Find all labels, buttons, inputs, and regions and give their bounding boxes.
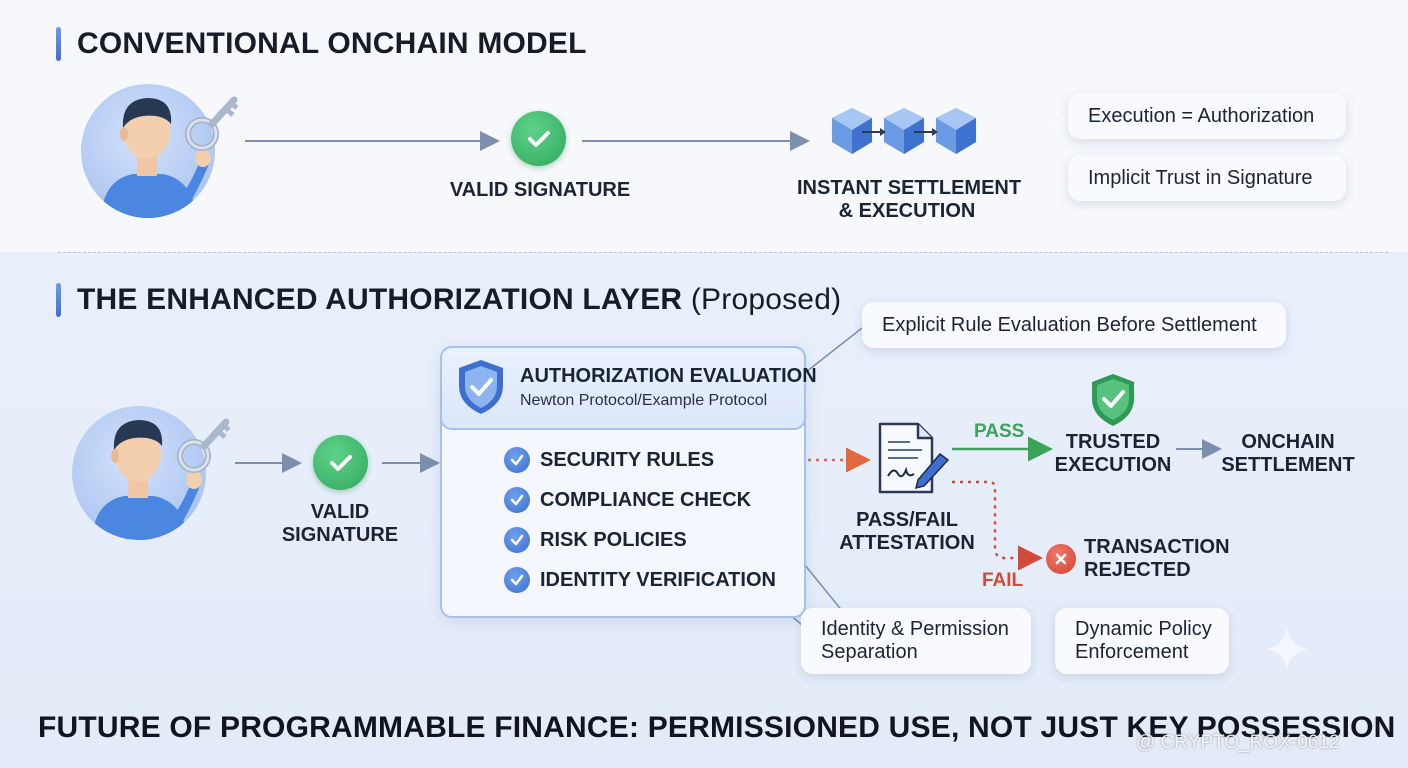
check-icon-compliance xyxy=(504,487,530,513)
identity-bubble-line2: Separation xyxy=(821,641,918,663)
check-icon-security xyxy=(504,447,530,473)
trusted-line1: TRUSTED xyxy=(1065,431,1161,453)
reject-x-icon xyxy=(1046,544,1076,574)
rule-identity: IDENTITY VERIFICATION xyxy=(540,569,776,591)
identity-bubble-line1: Identity & Permission xyxy=(821,618,1009,640)
bottom-title-accent xyxy=(56,283,61,317)
trusted-shield-icon xyxy=(1092,374,1134,426)
dynamic-bubble-line2: Enforcement xyxy=(1075,641,1189,663)
pass-label: PASS xyxy=(974,421,1025,442)
fail-label: FAIL xyxy=(982,570,1024,591)
document-signature-icon xyxy=(878,422,950,494)
rejected-line1: TRANSACTION xyxy=(1084,536,1230,558)
bubble-implicit-trust: Implicit Trust in Signature xyxy=(1068,155,1346,201)
blockchain-cubes-icon xyxy=(832,108,976,154)
eval-subtitle: Newton Protocol/Example Protocol xyxy=(520,392,768,409)
callout-explicit xyxy=(805,327,863,373)
bottom-title-bold: THE ENHANCED AUTHORIZATION LAYER xyxy=(77,283,683,316)
check-icon xyxy=(511,111,566,166)
rule-risk: RISK POLICIES xyxy=(540,529,687,551)
rule-compliance: COMPLIANCE CHECK xyxy=(540,489,752,511)
key-icon xyxy=(185,96,239,151)
valid-signature-line2: SIGNATURE xyxy=(281,524,399,546)
user-with-key-icon xyxy=(81,84,215,218)
attestation-line1: PASS/FAIL xyxy=(856,509,958,531)
trusted-line2: EXECUTION xyxy=(1054,454,1172,476)
section-divider xyxy=(58,252,1388,253)
check-icon-2 xyxy=(313,435,368,490)
rule-security: SECURITY RULES xyxy=(540,449,715,471)
valid-signature-line1: VALID xyxy=(310,501,370,523)
bottom-title-light: (Proposed) xyxy=(690,283,842,316)
shield-check-icon xyxy=(459,360,503,414)
bubble-explicit-rule: Explicit Rule Evaluation Before Settleme… xyxy=(862,302,1286,348)
footer-tagline: FUTURE OF PROGRAMMABLE FINANCE: PERMISSI… xyxy=(38,711,1396,744)
attestation-line2: ATTESTATION xyxy=(839,532,975,554)
rejected-line2: REJECTED xyxy=(1084,559,1191,581)
onchain-line2: SETTLEMENT xyxy=(1221,454,1355,476)
dynamic-bubble-line1: Dynamic Policy xyxy=(1075,618,1212,640)
watermark: @ CRYPTO_ROX-0612 xyxy=(1136,732,1340,753)
check-icon-risk xyxy=(504,527,530,553)
check-icon-identity xyxy=(504,567,530,593)
bubble-dynamic-policy: Dynamic Policy Enforcement xyxy=(1055,608,1229,674)
bubble-identity-permission: Identity & Permission Separation xyxy=(801,608,1031,674)
bottom-section-title: THE ENHANCED AUTHORIZATION LAYER (Propos… xyxy=(77,283,841,317)
valid-signature-label: VALID SIGNATURE xyxy=(449,179,631,201)
top-title-accent xyxy=(56,27,61,61)
settlement-label-line1: INSTANT SETTLEMENT xyxy=(797,177,1022,199)
key-icon-2 xyxy=(177,418,231,473)
top-section-title: CONVENTIONAL ONCHAIN MODEL xyxy=(77,27,587,60)
settlement-label-line2: & EXECUTION xyxy=(838,200,976,222)
bubble-execution-authorization: Execution = Authorization xyxy=(1068,93,1346,139)
sparkle-icon xyxy=(1266,628,1308,670)
eval-title: AUTHORIZATION EVALUATION xyxy=(520,365,817,387)
user-with-key-icon-2 xyxy=(72,406,206,540)
onchain-line1: ONCHAIN xyxy=(1241,431,1335,453)
